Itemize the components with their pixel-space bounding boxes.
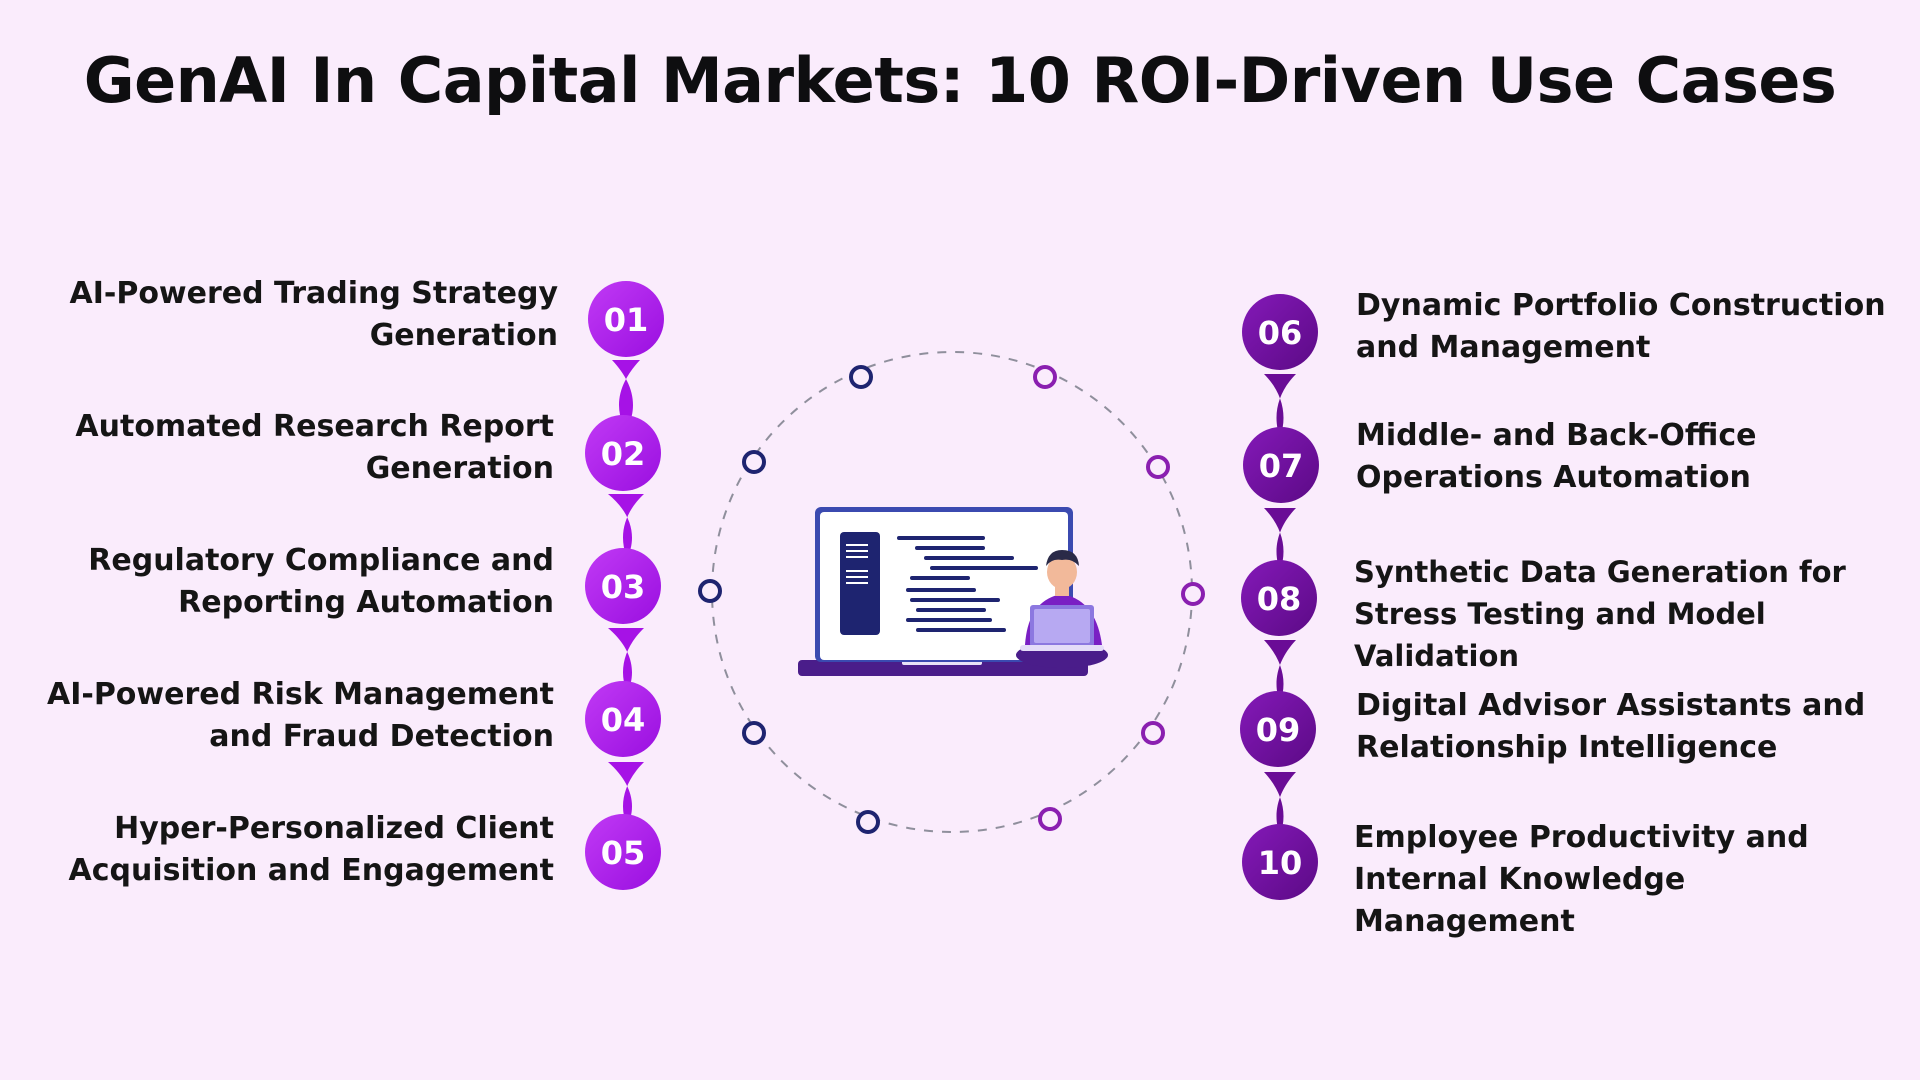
use-case-10-line1: Employee Productivity and	[1354, 820, 1809, 855]
orbit-dot-icon	[698, 579, 722, 603]
number-badge-02: 02	[585, 415, 661, 491]
use-case-09-line2: Relationship Intelligence	[1356, 730, 1778, 765]
svg-text:09: 09	[1256, 711, 1301, 749]
use-case-01: AI-Powered Trading Strategy Generation	[18, 273, 559, 357]
use-case-09-line1: Digital Advisor Assistants and	[1356, 688, 1866, 723]
svg-text:05: 05	[601, 834, 646, 872]
use-case-08-line1: Synthetic Data Generation for	[1354, 555, 1846, 589]
use-case-02-line2: Generation	[365, 451, 554, 486]
use-case-06: Dynamic Portfolio Construction and Manag…	[1356, 285, 1916, 369]
use-case-03-line1: Regulatory Compliance and	[88, 543, 554, 578]
use-case-06-line1: Dynamic Portfolio Construction	[1356, 288, 1886, 323]
number-badge-04: 04	[585, 681, 661, 757]
svg-text:08: 08	[1257, 580, 1302, 618]
use-case-08-line2: Stress Testing and Model Validation	[1354, 597, 1766, 673]
number-badge-09: 09	[1240, 691, 1316, 767]
svg-text:07: 07	[1259, 447, 1304, 485]
use-case-03-line2: Reporting Automation	[178, 585, 554, 620]
use-case-02-line1: Automated Research Report	[75, 409, 554, 444]
svg-text:10: 10	[1258, 844, 1303, 882]
use-case-01-line2: Generation	[369, 318, 558, 353]
use-case-05-line2: Acquisition and Engagement	[68, 853, 554, 888]
use-case-02: Automated Research Report Generation	[14, 406, 554, 490]
use-case-08: Synthetic Data Generation for Stress Tes…	[1354, 551, 1914, 677]
use-case-10-line2: Internal Knowledge Management	[1354, 862, 1686, 939]
orbit-dot-icon	[742, 450, 766, 474]
svg-text:02: 02	[601, 435, 646, 473]
use-case-04: AI-Powered Risk Management and Fraud Det…	[14, 674, 554, 758]
use-case-05: Hyper-Personalized Client Acquisition an…	[14, 808, 554, 892]
use-case-04-line1: AI-Powered Risk Management	[46, 677, 554, 712]
orbit-dot-icon	[1181, 582, 1205, 606]
orbit-dot-icon	[1038, 807, 1062, 831]
orbit-dot-icon	[856, 810, 880, 834]
page-title: GenAI In Capital Markets: 10 ROI-Driven …	[83, 44, 1837, 117]
use-case-09: Digital Advisor Assistants and Relations…	[1356, 685, 1916, 769]
orbit-dot-icon	[742, 721, 766, 745]
number-badge-07: 07	[1243, 427, 1319, 503]
svg-text:04: 04	[601, 701, 646, 739]
svg-text:03: 03	[601, 568, 646, 606]
use-case-07-line1: Middle- and Back-Office	[1356, 418, 1757, 453]
use-case-10: Employee Productivity and Internal Knowl…	[1354, 817, 1914, 943]
use-case-07-line2: Operations Automation	[1356, 460, 1751, 495]
use-case-06-line2: and Management	[1356, 330, 1651, 365]
orbit-dot-icon	[1033, 365, 1057, 389]
number-badge-08: 08	[1241, 560, 1317, 636]
svg-text:01: 01	[604, 301, 649, 339]
number-badge-01: 01	[588, 281, 664, 357]
number-badge-05: 05	[585, 814, 661, 890]
use-case-04-line2: and Fraud Detection	[209, 719, 554, 754]
orbit-dot-icon	[1141, 721, 1165, 745]
number-badge-06: 06	[1242, 294, 1318, 370]
orbit-dot-icon	[1146, 455, 1170, 479]
svg-text:06: 06	[1258, 314, 1303, 352]
use-case-05-line1: Hyper-Personalized Client	[114, 811, 554, 846]
number-badge-03: 03	[585, 548, 661, 624]
use-case-03: Regulatory Compliance and Reporting Auto…	[14, 540, 554, 624]
number-badge-10: 10	[1242, 824, 1318, 900]
use-case-07: Middle- and Back-Office Operations Autom…	[1356, 415, 1916, 499]
use-case-01-line1: AI-Powered Trading Strategy	[69, 276, 559, 311]
orbit-dot-icon	[849, 365, 873, 389]
